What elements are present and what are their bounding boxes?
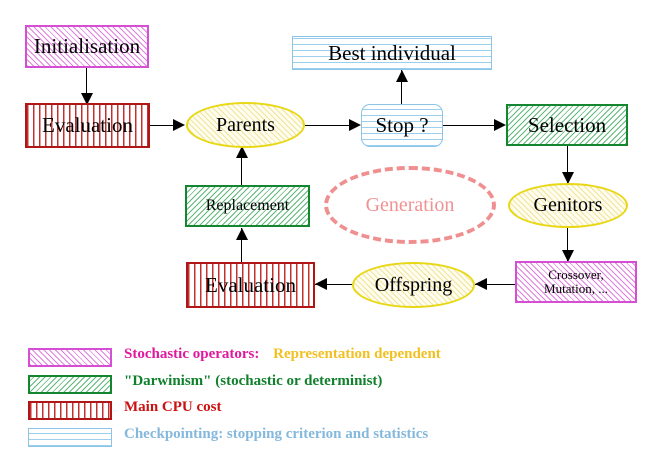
node-offspring[interactable]: Offspring [352,262,475,308]
node-crossover-mutation-label-line2: Mutation, ... [544,281,608,296]
node-stop[interactable]: Stop ? [361,104,443,147]
node-stop-label: Stop ? [375,113,429,138]
node-parents[interactable]: Parents [186,102,305,148]
arrowhead-offspring-to-evaluation [315,278,327,290]
arrowhead-stop-to-selection [494,119,506,131]
node-evaluation-bottom-label: Evaluation [205,272,296,297]
legend-label-stochastic-operators-secondary: Representation dependent [273,346,441,362]
legend-label-stochastic-operators: Stochastic operators: Representation dep… [124,346,441,363]
node-genitors[interactable]: Genitors [508,183,628,228]
legend-swatch-main-cpu-cost [28,401,112,420]
node-evaluation-top-label: Evaluation [42,113,133,138]
legend-label-checkpointing: Checkpointing: stopping criterion and st… [124,426,429,442]
node-evaluation-top[interactable]: Evaluation [25,103,150,148]
arrowhead-genitors-to-crossover [562,250,574,262]
node-replacement[interactable]: Replacement [185,185,310,227]
legend-swatch-checkpointing [28,428,112,447]
node-best-individual[interactable]: Best individual [292,36,492,70]
arrowhead-crossover-to-offspring [475,278,487,290]
legend-label-main-cpu-cost: Main CPU cost [124,399,222,415]
connector-stop-to-selection [443,125,503,127]
arrowhead-selection-to-genitors [562,172,574,184]
arrowhead-parents-to-stop [349,119,361,131]
connector-initialisation-to-evaluation [86,68,88,97]
connector-offspring-to-evaluation [315,284,352,286]
connector-parents-to-stop [305,125,357,127]
connector-selection-to-genitors [567,146,569,184]
legend-swatch-stochastic-operators [28,348,112,367]
arrowhead-stop-to-best-individual [396,70,408,82]
connector-evaluation-to-replacement [241,228,243,264]
arrowhead-initialisation-to-evaluation [81,93,93,105]
arrowhead-evaluation-to-parents [173,119,185,131]
node-best-individual-label: Best individual [328,40,456,65]
node-generation-label: Generation [365,193,455,216]
node-replacement-label: Replacement [205,196,290,214]
arrowhead-evaluation-to-replacement [236,228,248,240]
connector-crossover-to-offspring [475,284,515,286]
node-generation: Generation [324,166,496,244]
connector-replacement-to-parents [241,146,243,186]
node-initialisation-label: Initialisation [33,34,141,59]
connector-stop-to-best-individual [401,70,403,106]
connector-evaluation-to-parents [150,125,179,127]
connector-genitors-to-crossover [567,228,569,261]
legend-swatch-darwinism [28,375,112,394]
legend-label-darwinism: "Darwinism" (stochastic or determinist) [124,373,383,389]
legend-label-stochastic-operators-primary: Stochastic operators: [124,346,260,362]
node-crossover-mutation-label-line1: Crossover, [548,267,604,283]
node-crossover-mutation[interactable]: Crossover, Mutation, ... [515,261,637,303]
node-offspring-label: Offspring [374,273,453,296]
node-parents-label: Parents [216,113,275,136]
arrowhead-replacement-to-parents [236,146,248,158]
node-initialisation[interactable]: Initialisation [25,25,149,68]
node-selection-label: Selection [527,112,607,137]
node-genitors-label: Genitors [533,194,603,216]
node-evaluation-bottom[interactable]: Evaluation [186,262,315,308]
node-selection[interactable]: Selection [506,104,628,146]
